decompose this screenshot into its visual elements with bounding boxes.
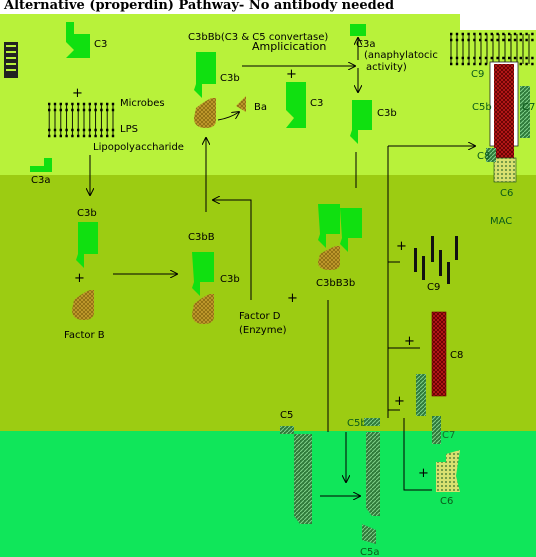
mac-c9-label: C9 (471, 69, 484, 80)
mac-c8-label: C8 (477, 151, 490, 162)
plus-sign-c8: + (404, 334, 415, 349)
c9-label: C9 (427, 282, 440, 293)
diagram-title: Alternative (properdin) Pathway- No anti… (4, 0, 395, 13)
c8-molecule (431, 311, 447, 397)
mac-c6-label: C6 (500, 188, 513, 199)
c8-label: C8 (450, 350, 463, 361)
c7-molecule (416, 374, 441, 444)
plus-sign-1: + (72, 86, 83, 101)
ba-label: Ba (254, 102, 267, 113)
c7-label: C7 (442, 430, 455, 441)
c3b-molecule-c3bb (192, 252, 214, 296)
lipopolysaccharide-label: Lipopolyaccharide (93, 142, 184, 153)
c5b-label: C5b (347, 418, 367, 429)
mac-membrane-icon (450, 14, 536, 66)
membrane-fragment-left-icon (4, 42, 18, 78)
anaphylatoxic-label: (anaphylatocic (364, 50, 438, 61)
c3bb3b-complex (318, 204, 362, 270)
lps-label: LPS (120, 124, 138, 135)
c3bb-label: C3bB (188, 232, 215, 243)
microbes-label: Microbes (120, 98, 165, 109)
c5-label: C5 (280, 410, 293, 421)
plus-sign-c9: + (396, 239, 407, 254)
c3a-left-label: C3a (31, 175, 50, 186)
mac-c5b-label: C5b (472, 102, 492, 113)
mac-label: MAC (490, 216, 512, 227)
c3b-molecule-c3bbb (194, 52, 216, 98)
enzyme-label: (Enzyme) (239, 325, 287, 336)
microbe-membrane-icon (48, 102, 116, 138)
plus-sign-3: + (286, 67, 297, 82)
plus-sign-c6: + (418, 466, 429, 481)
c3b-molecule-right (350, 100, 372, 144)
c3a-right-label: C3a (356, 39, 375, 50)
plus-sign-c7: + (394, 394, 405, 409)
factor-b-molecule-c3bb (192, 294, 214, 324)
line-to-c6 (403, 418, 432, 491)
c3b-left-label: C3b (77, 208, 97, 219)
title-strip (0, 0, 536, 14)
amplification-label: Amplicication (252, 40, 326, 53)
c3b-right-label: C3b (377, 108, 397, 119)
c3a-fragment-left (30, 158, 52, 172)
mac-c7-label: C7 (522, 102, 535, 113)
ba-fragment (236, 96, 246, 112)
c3-molecule-top (66, 22, 90, 58)
c3bb3b-label: C3bB3b (316, 278, 355, 289)
c6-label: C6 (440, 496, 453, 507)
factor-d-label: Factor D (239, 311, 281, 322)
c9-molecules (414, 236, 458, 284)
factor-b-label: Factor B (64, 330, 105, 341)
arrow-factor-d-to-c3bb (213, 200, 252, 300)
c3b-c3bbb-label: C3b (220, 73, 240, 84)
arrow-to-ba (217, 112, 239, 121)
plus-sign-4: + (287, 291, 298, 306)
c3b-c3bb-label: C3b (220, 274, 240, 285)
c3-mid-label: C3 (310, 98, 323, 109)
c6-molecule (436, 450, 460, 492)
c3b-molecule-left (76, 222, 98, 268)
factor-bb-molecule (194, 98, 216, 128)
c5a-label: C5a (360, 547, 379, 557)
c3-top-label: C3 (94, 39, 107, 50)
factor-b-molecule-left (72, 290, 94, 320)
assembly-branches (388, 261, 420, 411)
plus-sign-2: + (74, 271, 85, 286)
c5b-molecule (362, 418, 380, 544)
mac-pore-complex (486, 61, 530, 183)
c3a-fragment-right (350, 24, 366, 36)
c5-molecule (280, 426, 312, 524)
band-bottom (0, 431, 536, 557)
anaphylatoxic-activity-label: activity) (366, 62, 407, 73)
c3-molecule-mid (286, 82, 306, 128)
c3bbb-convertase-label: C3bBb(C3 & C5 convertase) (188, 32, 328, 43)
